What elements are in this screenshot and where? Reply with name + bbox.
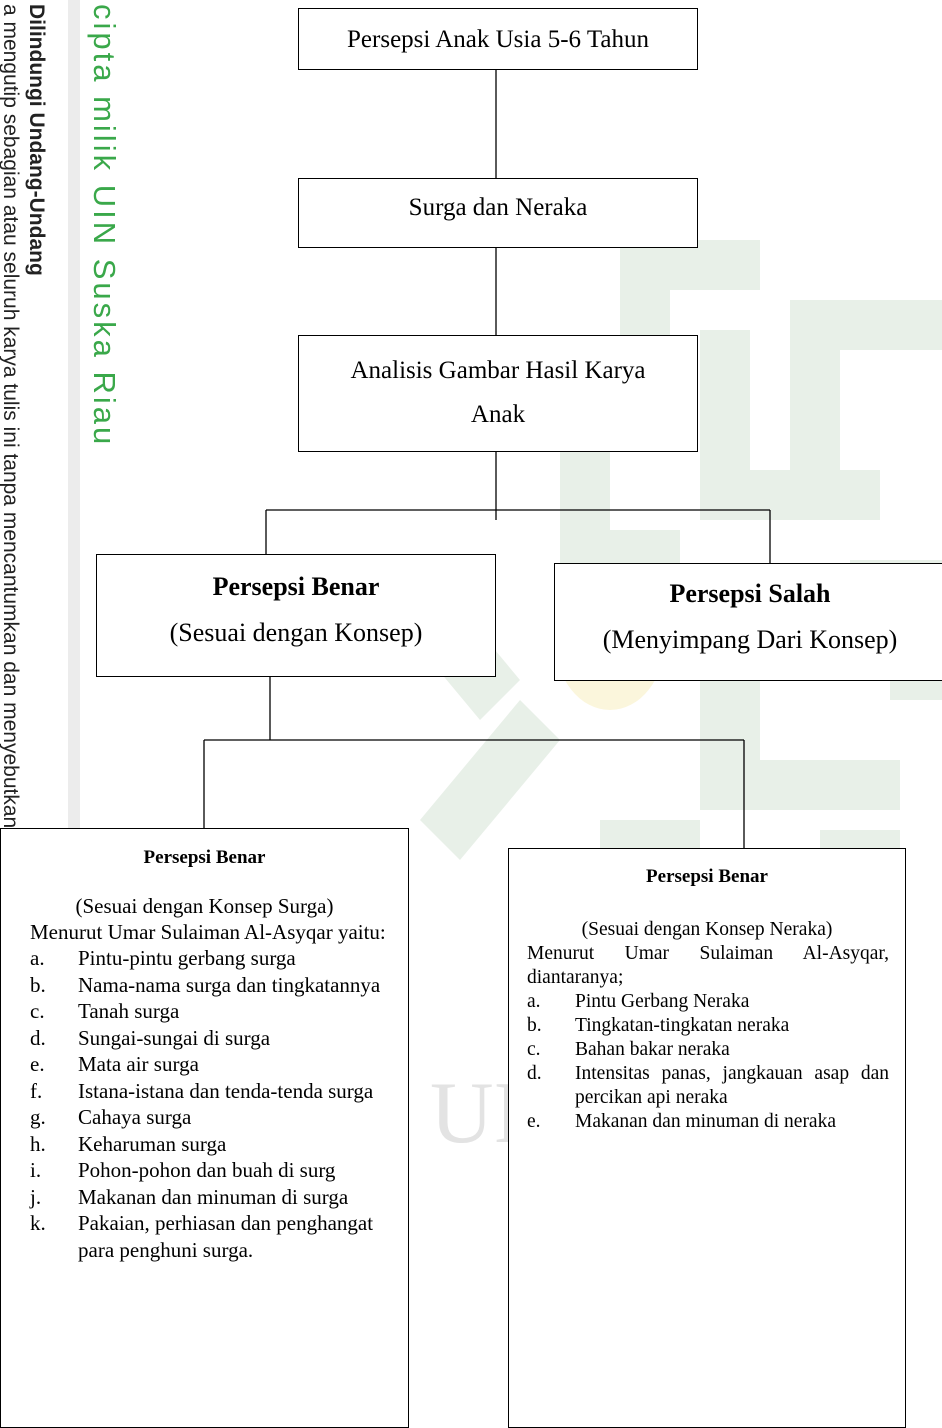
node-wrong-title: Persepsi Salah xyxy=(669,579,831,608)
hell-title: Persepsi Benar xyxy=(646,866,768,887)
list-item: e. Makanan dan minuman di neraka xyxy=(527,1110,889,1134)
list-marker: j. xyxy=(30,1184,42,1209)
list-marker: b. xyxy=(30,972,46,997)
list-text: Makanan dan minuman di surga xyxy=(78,1184,349,1209)
node-topic: Surga dan Neraka xyxy=(298,178,698,248)
node-hell-concepts: Persepsi Benar (Sesuai dengan Konsep Ner… xyxy=(508,848,906,1428)
node-topic-label: Surga dan Neraka xyxy=(408,194,588,221)
list-text: Nama-nama surga dan tingkatannya xyxy=(78,972,381,997)
list-text: Bahan bakar neraka xyxy=(575,1039,730,1060)
list-item: e. Mata air surga xyxy=(30,1051,402,1078)
node-root-label: Persepsi Anak Usia 5-6 Tahun xyxy=(347,26,649,53)
node-correct-title: Persepsi Benar xyxy=(212,572,380,601)
list-marker: i. xyxy=(30,1158,42,1182)
list-item: c. Tanah surga xyxy=(30,998,402,1025)
hell-list: a. Pintu Gerbang Neraka b. Tingkatan-tingk… xyxy=(509,990,905,1134)
list-item: b. Tingkatan-tingkatan neraka xyxy=(527,1014,889,1038)
node-correct-perception: Persepsi Benar (Sesuai dengan Konsep) xyxy=(96,554,496,677)
list-text: Pintu-pintu gerbang surga xyxy=(78,946,296,970)
node-wrong-subtitle: (Menyimpang Dari Konsep) xyxy=(602,625,898,654)
node-analysis-line-1: Analisis Gambar Hasil Karya xyxy=(350,357,646,384)
list-marker: e. xyxy=(527,1111,541,1132)
list-text: Mata air surga xyxy=(78,1052,199,1076)
heaven-intro: Menurut Umar Sulaiman Al-Asyqar yaitu: xyxy=(30,920,386,944)
heaven-subtitle: (Sesuai dengan Konsep Surga) xyxy=(75,894,334,918)
list-item: c. Bahan bakar neraka xyxy=(527,1038,889,1062)
list-marker: k. xyxy=(30,1211,46,1235)
heaven-list: a. Pintu-pintu gerbang surga b. Nama-nama … xyxy=(1,945,408,1263)
list-item: a. Pintu-pintu gerbang surga xyxy=(30,945,402,972)
list-item: j. Makanan dan minuman di surga xyxy=(30,1184,402,1211)
list-text: Pakaian, perhiasan dan penghangat para p… xyxy=(78,1211,374,1262)
list-marker: d. xyxy=(30,1025,46,1050)
list-text: Pohon-pohon dan buah di surg xyxy=(78,1158,336,1182)
list-text: Tingkatan-tingkatan neraka xyxy=(575,1015,790,1036)
node-analysis: Analisis Gambar Hasil Karya Anak xyxy=(298,335,698,452)
list-marker: b. xyxy=(527,1015,542,1036)
hell-subtitle: (Sesuai dengan Konsep Neraka) xyxy=(581,919,833,940)
list-marker: f. xyxy=(30,1078,43,1103)
list-text: Makanan dan minuman di neraka xyxy=(575,1111,836,1132)
list-text: Tanah surga xyxy=(78,999,180,1023)
list-text: Sungai-sungai di surga xyxy=(78,1025,271,1050)
list-text: Keharuman surga xyxy=(78,1131,227,1156)
list-marker: h. xyxy=(30,1131,46,1156)
list-item: h. Keharuman surga xyxy=(30,1131,402,1158)
list-marker: a. xyxy=(527,991,541,1012)
list-item: d. Sungai-sungai di surga xyxy=(30,1025,402,1052)
list-marker: e. xyxy=(30,1052,45,1076)
list-text: Cahaya surga xyxy=(78,1105,192,1129)
list-item: b. Nama-nama surga dan tingkatannya xyxy=(30,972,402,999)
list-marker: a. xyxy=(30,946,45,970)
list-text: Pintu Gerbang Neraka xyxy=(575,991,750,1012)
list-marker: g. xyxy=(30,1105,46,1129)
node-correct-subtitle: (Sesuai dengan Konsep) xyxy=(169,618,423,647)
list-marker: c. xyxy=(30,999,45,1023)
hell-intro: Menurut Umar Sulaiman Al-Asyqar, diantar… xyxy=(527,943,889,988)
list-text: Intensitas panas, jangkauan asap dan per… xyxy=(575,1063,889,1108)
list-item: k. Pakaian, perhiasan dan penghangat para… xyxy=(30,1210,402,1263)
list-item: f. Istana-istana dan tenda-tenda surga xyxy=(30,1078,402,1105)
list-marker: c. xyxy=(527,1039,541,1060)
node-root: Persepsi Anak Usia 5-6 Tahun xyxy=(298,8,698,70)
node-wrong-perception: Persepsi Salah (Menyimpang Dari Konsep) xyxy=(554,563,942,681)
list-item: d. Intensitas panas, jangkauan asap dan p… xyxy=(527,1062,889,1110)
list-item: i. Pohon-pohon dan buah di surg xyxy=(30,1157,402,1184)
node-analysis-line-2: Anak xyxy=(470,401,526,428)
list-item: a. Pintu Gerbang Neraka xyxy=(527,990,889,1014)
heaven-title: Persepsi Benar xyxy=(143,847,266,868)
list-text: Istana-istana dan tenda-tenda surga xyxy=(78,1078,374,1103)
list-item: g. Cahaya surga xyxy=(30,1104,402,1131)
list-marker: d. xyxy=(527,1063,542,1084)
node-heaven-concepts: Persepsi Benar (Sesuai dengan Konsep Sur… xyxy=(0,828,409,1428)
